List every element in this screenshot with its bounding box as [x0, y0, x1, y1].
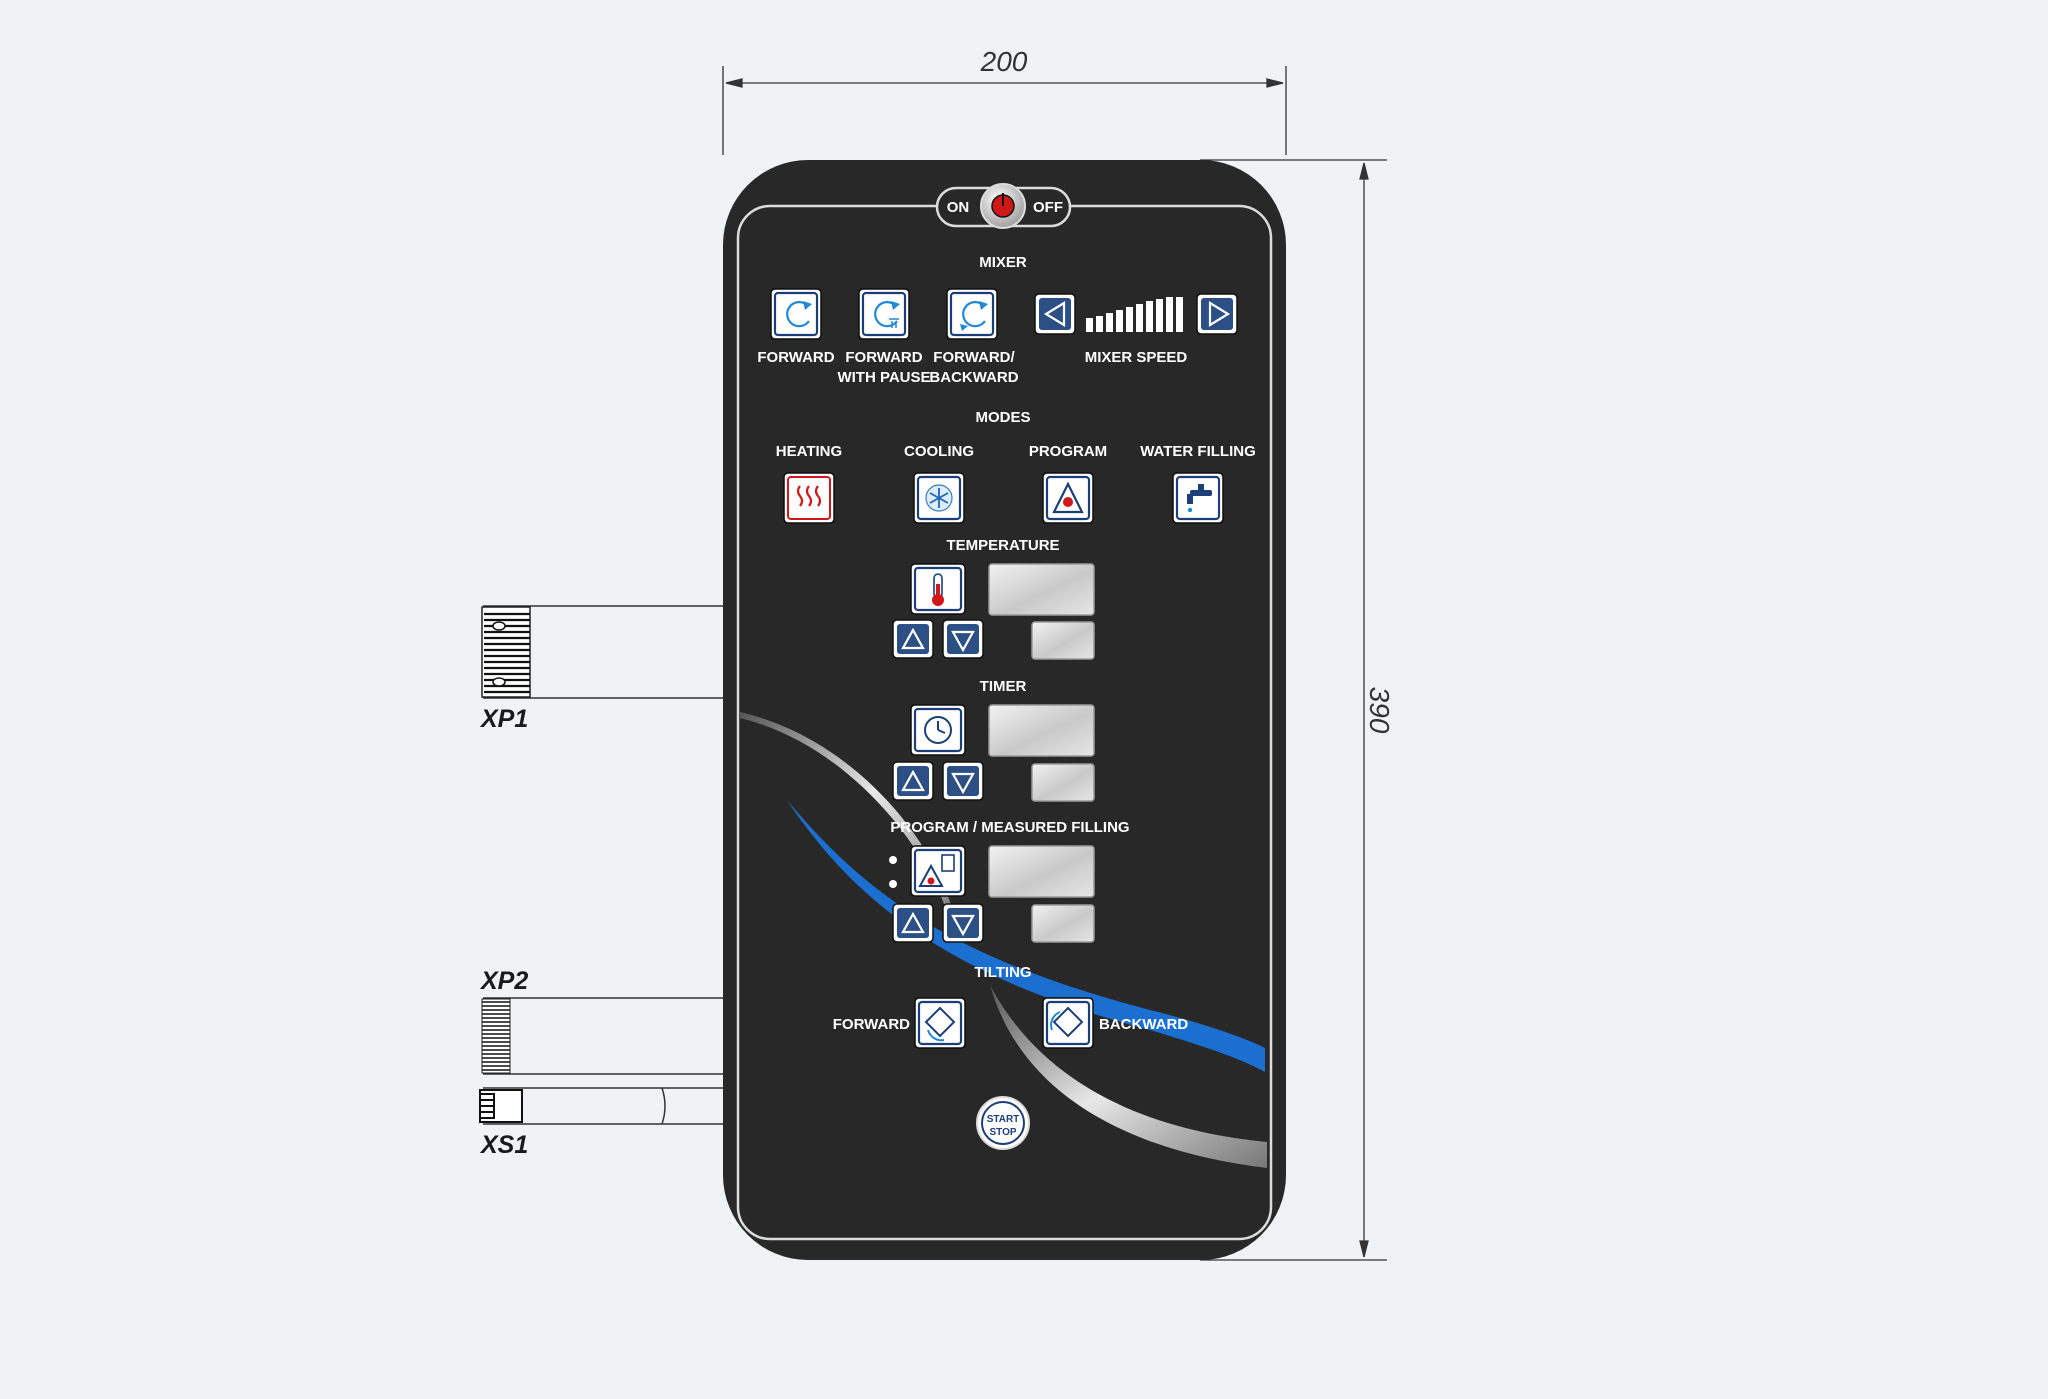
snowflake-icon — [929, 488, 949, 508]
start-stop-label-1: START — [987, 1114, 1020, 1125]
width-dimension — [722, 66, 1287, 155]
connector-xp2-label: XP2 — [479, 967, 528, 995]
mixer-section-title: MIXER — [979, 254, 1027, 271]
connector-xp2 — [481, 997, 723, 1075]
connector-xs1-label: XS1 — [479, 1131, 528, 1159]
triangle-up-icon — [901, 769, 925, 792]
tilting-section-title: TILTING — [974, 964, 1031, 981]
triangle-down-icon — [951, 630, 975, 653]
clock-icon — [924, 716, 952, 744]
mixer-forward-label: FORWARD — [757, 349, 834, 366]
tilt-forward-icon — [924, 1006, 956, 1038]
triangle-up-icon — [901, 627, 925, 650]
blue-swoosh — [787, 800, 1265, 1072]
cooling-button[interactable] — [913, 472, 965, 524]
power-switch[interactable] — [935, 183, 1072, 229]
temperature-section-title: TEMPERATURE — [946, 537, 1059, 554]
mixer-forward-pause-button[interactable] — [858, 288, 910, 340]
temperature-down-button[interactable] — [942, 619, 984, 659]
connector-xs1 — [479, 1087, 723, 1125]
width-dimension-label: 200 — [980, 46, 1028, 77]
program-up-button[interactable] — [892, 903, 934, 943]
program-secondary-display — [1031, 904, 1095, 943]
rotate-forward-icon — [786, 301, 810, 328]
start-stop-label-2: STOP — [989, 1127, 1016, 1138]
temperature-secondary-display — [1031, 621, 1095, 660]
speed-decrease-button[interactable] — [1034, 293, 1076, 335]
mixer-forward-backward-button[interactable] — [946, 288, 998, 340]
mixer-speed-label: MIXER SPEED — [1085, 349, 1188, 366]
silver-swoosh-lower — [990, 985, 1267, 1168]
mixer-forward-button[interactable] — [770, 288, 822, 340]
timer-down-button[interactable] — [942, 761, 984, 801]
heat-waves-icon — [796, 485, 822, 507]
tilting-forward-label: FORWARD — [833, 1016, 910, 1033]
program-filling-icon — [918, 863, 944, 887]
tilting-forward-button[interactable] — [914, 997, 966, 1049]
triangle-left-icon — [1043, 301, 1066, 327]
timer-up-button[interactable] — [892, 761, 934, 801]
program-filling-button[interactable] — [910, 845, 966, 897]
tilting-backward-label: BACKWARD — [1099, 1016, 1188, 1033]
program-led-2 — [889, 880, 897, 888]
mixer-forward-backward-label-1: FORWARD/ — [933, 349, 1015, 366]
water-filling-button[interactable] — [1172, 472, 1224, 524]
temperature-main-display — [988, 563, 1095, 616]
connector-xp1 — [481, 605, 723, 699]
modes-section-title: MODES — [975, 409, 1030, 426]
rotate-pause-icon — [874, 301, 898, 328]
timer-section-title: TIMER — [980, 678, 1027, 695]
tilting-backward-button[interactable] — [1042, 997, 1094, 1049]
start-stop-button[interactable] — [976, 1096, 1030, 1150]
height-dimension — [1200, 159, 1387, 1261]
program-down-button[interactable] — [942, 903, 984, 943]
program-icon — [1052, 481, 1084, 514]
mixer-forward-backward-label-2: BACKWARD — [929, 369, 1018, 386]
program-mode-button[interactable] — [1042, 472, 1094, 524]
timer-main-display — [988, 704, 1095, 757]
height-dimension-label: 390 — [1364, 687, 1395, 734]
program-main-display — [988, 845, 1095, 898]
mixer-forward-pause-label-1: FORWARD — [845, 349, 922, 366]
triangle-down-icon — [951, 772, 975, 795]
connector-xp1-label: XP1 — [479, 705, 528, 733]
tilt-backward-icon — [1052, 1006, 1084, 1038]
timer-secondary-display — [1031, 763, 1095, 802]
mode-water-filling-label: WATER FILLING — [1140, 443, 1256, 460]
speed-level-indicator — [1086, 297, 1183, 332]
mode-cooling-label: COOLING — [904, 443, 974, 460]
mode-program-label: PROGRAM — [1029, 443, 1107, 460]
power-off-label: OFF — [1033, 199, 1063, 216]
mixer-forward-pause-label-2: WITH PAUSE — [837, 369, 930, 386]
rotate-both-icon — [962, 301, 986, 328]
mode-heating-label: HEATING — [776, 443, 842, 460]
temperature-up-button[interactable] — [892, 619, 934, 659]
triangle-down-icon — [951, 914, 975, 937]
triangle-up-icon — [901, 911, 925, 934]
program-filling-section-title: PROGRAM / MEASURED FILLING — [890, 819, 1129, 836]
power-on-label: ON — [947, 199, 970, 216]
speed-increase-button[interactable] — [1196, 293, 1238, 335]
water-tap-icon — [1187, 484, 1212, 504]
heating-button[interactable] — [783, 472, 835, 524]
timer-button[interactable] — [910, 704, 966, 756]
triangle-right-icon — [1208, 301, 1231, 327]
program-led-1 — [889, 856, 897, 864]
temperature-button[interactable] — [910, 563, 966, 615]
